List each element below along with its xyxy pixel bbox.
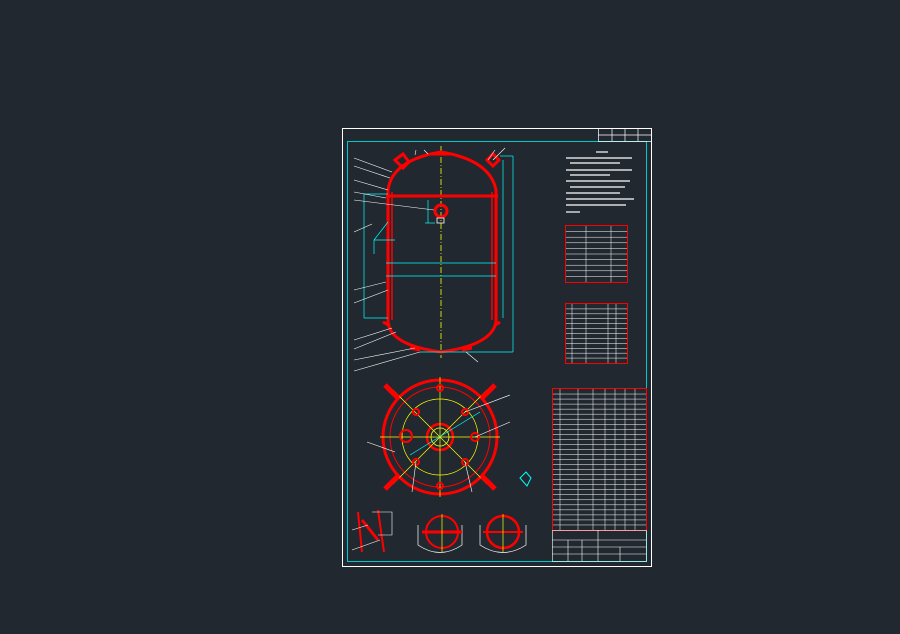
top-corner-label-block: [598, 128, 652, 142]
detail-nozzle-b: [479, 514, 527, 553]
technical-notes: [566, 151, 634, 213]
detail-support: [351, 509, 393, 553]
parts-list-table: [552, 388, 647, 531]
inner-border: [347, 141, 647, 562]
vessel-shell: [386, 150, 498, 354]
manhole-nozzle: [433, 203, 449, 219]
vessel-plan-view: [366, 377, 532, 497]
technical-characteristics-table: [565, 225, 628, 283]
nozzle-table: [565, 303, 628, 364]
detail-nozzle-a: [417, 514, 463, 553]
detail-views: [351, 509, 527, 553]
vessel-elevation-view: [353, 146, 514, 372]
drawing-frame: [342, 128, 652, 567]
title-block: [552, 530, 647, 562]
outer-frame: [342, 128, 652, 567]
leader-lines: [353, 147, 506, 372]
small-detail-mark: [519, 471, 532, 487]
